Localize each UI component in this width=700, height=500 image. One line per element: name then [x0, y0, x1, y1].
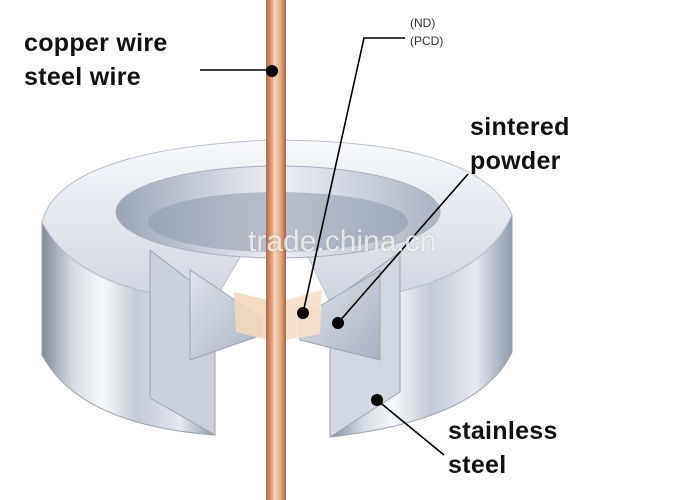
leader-dot-stainless — [371, 394, 383, 406]
label-sintered-powder: sintered powder — [470, 110, 570, 178]
leader-line-sintered — [337, 173, 469, 324]
leader-dot-wire — [266, 65, 278, 77]
leader-line-stainless — [376, 399, 445, 456]
leader-dot-sintered — [332, 317, 344, 329]
leader-dot-nd — [297, 307, 309, 319]
label-nib-material: (ND) (PCD) — [410, 14, 443, 50]
label-sintered: sintered — [470, 113, 570, 141]
wire-highlight — [273, 0, 276, 500]
label-pcd: (PCD) — [410, 34, 444, 48]
label-steel-wire: steel wire — [24, 63, 141, 91]
label-stainless-steel: stainless steel — [448, 414, 558, 482]
label-steel: steel — [448, 451, 507, 479]
diamond-nib-left — [234, 292, 268, 340]
watermark: trade.china.cn — [248, 225, 437, 258]
label-nd: (ND) — [410, 16, 436, 30]
label-stainless: stainless — [448, 417, 558, 445]
leader-line-nd — [302, 37, 405, 314]
label-wire-types: copper wire steel wire — [24, 26, 168, 94]
label-copper-wire: copper wire — [24, 29, 168, 57]
label-powder: powder — [470, 147, 561, 175]
